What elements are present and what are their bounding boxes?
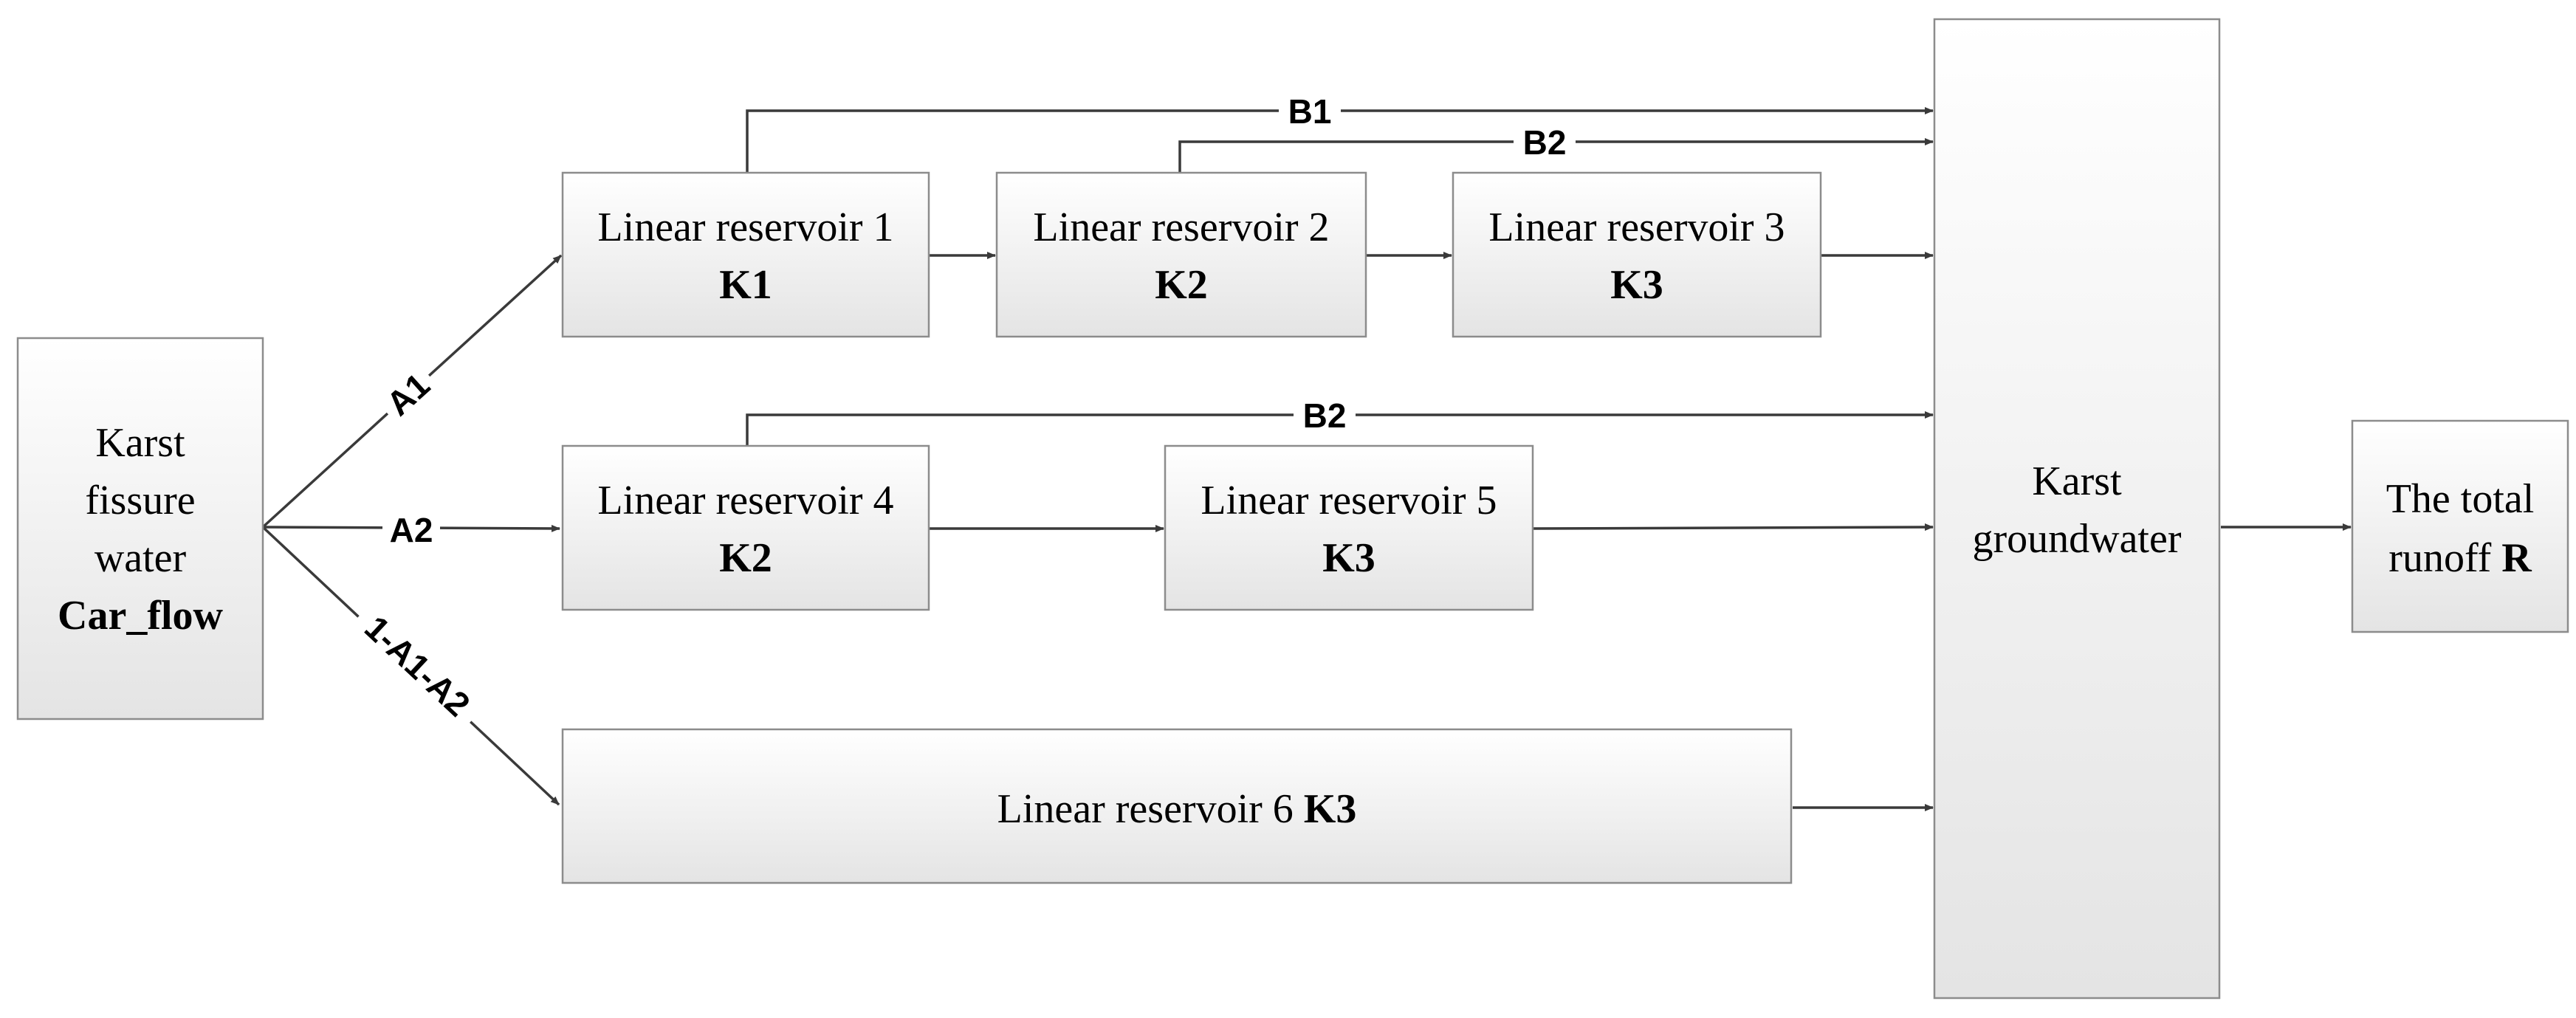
edges [261, 107, 2352, 811]
reservoir1-param: K1 [719, 262, 772, 308]
source-box: Karst fissure water Car_flow [16, 337, 264, 720]
reservoir5-param: K3 [1322, 535, 1375, 581]
groundwater-box: Karst groundwater [1933, 18, 2221, 1000]
reservoir5-title: Linear reservoir 5 [1201, 478, 1497, 523]
reservoir3-title: Linear reservoir 3 [1488, 204, 1785, 250]
reservoir4-title: Linear reservoir 4 [597, 478, 893, 523]
source-line4: Car_flow [58, 593, 224, 639]
reservoir6-param: K3 [1304, 786, 1357, 832]
edge-labels: A1 A2 1-A1-A2 B1 B2 B2 [349, 92, 1576, 732]
source-line3: water [95, 535, 187, 581]
source-line1: Karst [95, 420, 185, 466]
reservoir6-box: Linear reservoir 6 K3 [561, 728, 1793, 884]
edge-b2-reservoir4-to-groundwater [746, 411, 1934, 446]
reservoir6-label: Linear reservoir 6 K3 [997, 786, 1357, 832]
runoff-box: The total runoff R [2351, 419, 2569, 633]
edge-b2-reservoir2-to-groundwater [1178, 138, 1934, 173]
reservoir3-box: Linear reservoir 3 K3 [1452, 171, 1822, 338]
reservoir4-box: Linear reservoir 4 K2 [561, 444, 930, 611]
reservoir2-box: Linear reservoir 2 K2 [995, 171, 1367, 338]
runoff-line2-label: runoff R [2388, 535, 2532, 581]
reservoir2-param: K2 [1155, 262, 1208, 308]
reservoir6-title: Linear reservoir 6 [997, 786, 1294, 832]
runoff-param: R [2501, 535, 2532, 581]
label-b2-top: B2 [1523, 123, 1567, 162]
label-a2: A2 [390, 511, 433, 549]
edge-reservoir5-to-groundwater [1532, 523, 1934, 532]
groundwater-line2: groundwater [1972, 516, 2181, 562]
reservoir5-box: Linear reservoir 5 K3 [1164, 444, 1534, 611]
label-b1: B1 [1288, 92, 1332, 131]
reservoir2-title: Linear reservoir 2 [1033, 204, 1329, 250]
label-b2-mid: B2 [1303, 396, 1347, 435]
source-line2: fissure [85, 478, 195, 523]
runoff-line2: runoff [2388, 535, 2491, 581]
reservoir1-title: Linear reservoir 1 [597, 204, 893, 250]
reservoir4-param: K2 [719, 535, 772, 581]
runoff-line1: The total [2386, 476, 2535, 522]
reservoir3-param: K3 [1610, 262, 1663, 308]
groundwater-line1: Karst [2032, 458, 2122, 504]
edge-b1-reservoir1-to-groundwater [746, 107, 1934, 173]
label-a3: 1-A1-A2 [357, 608, 478, 724]
reservoir1-box: Linear reservoir 1 K1 [561, 171, 930, 338]
